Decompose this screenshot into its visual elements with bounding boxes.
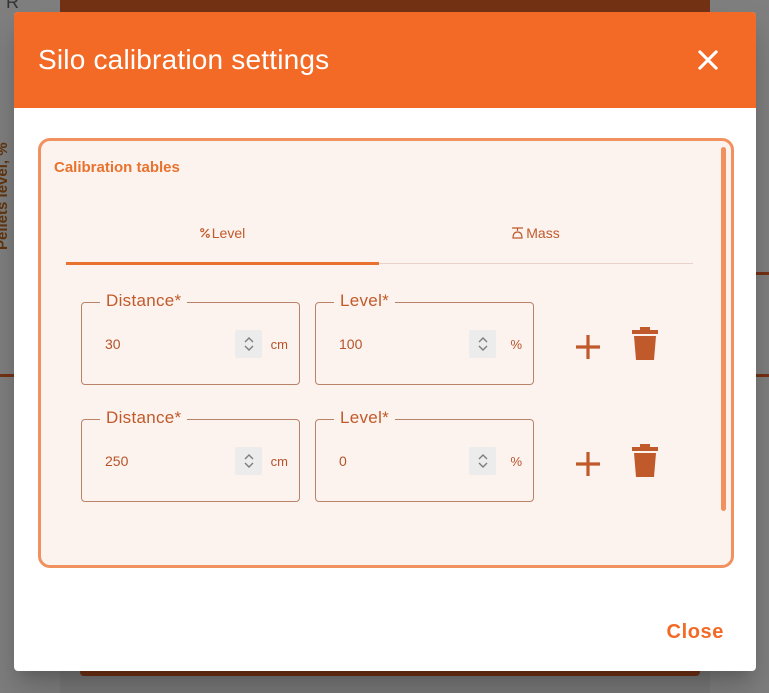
level-unit: % (510, 454, 522, 469)
distance-value[interactable]: 30 (105, 336, 121, 352)
tab-mass[interactable]: Mass (379, 201, 692, 264)
distance-field[interactable]: Distance* 30 cm (81, 291, 300, 385)
calibration-row: Distance* 250 cm Level* 0 % (81, 408, 691, 502)
chevron-up-icon[interactable] (478, 337, 488, 343)
plus-icon (576, 452, 600, 476)
chevron-down-icon[interactable] (478, 462, 488, 468)
trash-icon (632, 444, 658, 477)
add-row-button[interactable] (573, 449, 603, 479)
delete-row-button[interactable] (632, 327, 658, 361)
tab-bar: Level Mass (66, 201, 693, 265)
distance-field[interactable]: Distance* 250 cm (81, 408, 300, 502)
percent-icon (199, 227, 210, 238)
level-label: Level* (334, 408, 396, 428)
trash-icon (632, 327, 658, 360)
level-field[interactable]: Level* 100 % (315, 291, 534, 385)
level-field[interactable]: Level* 0 % (315, 408, 534, 502)
distance-unit: cm (270, 337, 288, 352)
chevron-up-icon[interactable] (244, 337, 254, 343)
chevron-up-icon[interactable] (244, 454, 254, 460)
chevron-down-icon[interactable] (478, 345, 488, 351)
active-tab-indicator (66, 262, 379, 265)
level-value[interactable]: 0 (339, 453, 347, 469)
level-unit: % (510, 337, 522, 352)
add-row-button[interactable] (573, 332, 603, 362)
distance-value[interactable]: 250 (105, 453, 129, 469)
level-label: Level* (334, 291, 396, 311)
calibration-tables-card: Calibration tables Level Mass Distance* (38, 138, 734, 568)
chevron-down-icon[interactable] (244, 345, 254, 351)
calibration-dialog: Silo calibration settings Calibration ta… (14, 12, 756, 671)
number-stepper[interactable] (235, 447, 262, 475)
distance-unit: cm (270, 454, 288, 469)
delete-row-button[interactable] (632, 444, 658, 478)
distance-label: Distance* (100, 291, 188, 311)
chevron-down-icon[interactable] (244, 462, 254, 468)
calibration-row: Distance* 30 cm Level* 100 % (81, 291, 691, 385)
chevron-up-icon[interactable] (478, 454, 488, 460)
number-stepper[interactable] (469, 447, 496, 475)
card-title: Calibration tables (54, 159, 180, 176)
number-stepper[interactable] (469, 330, 496, 358)
dialog-header: Silo calibration settings (14, 12, 756, 108)
tab-level[interactable]: Level (66, 201, 379, 265)
number-stepper[interactable] (235, 330, 262, 358)
dialog-title: Silo calibration settings (38, 44, 330, 75)
plus-icon (576, 335, 600, 359)
close-button[interactable]: Close (666, 621, 724, 643)
close-icon[interactable] (694, 46, 722, 74)
distance-label: Distance* (100, 408, 188, 428)
level-value[interactable]: 100 (339, 336, 363, 352)
tab-mass-label: Mass (526, 224, 560, 241)
tab-level-label: Level (211, 224, 246, 241)
scrollbar[interactable] (721, 147, 726, 511)
scale-icon (511, 226, 524, 239)
